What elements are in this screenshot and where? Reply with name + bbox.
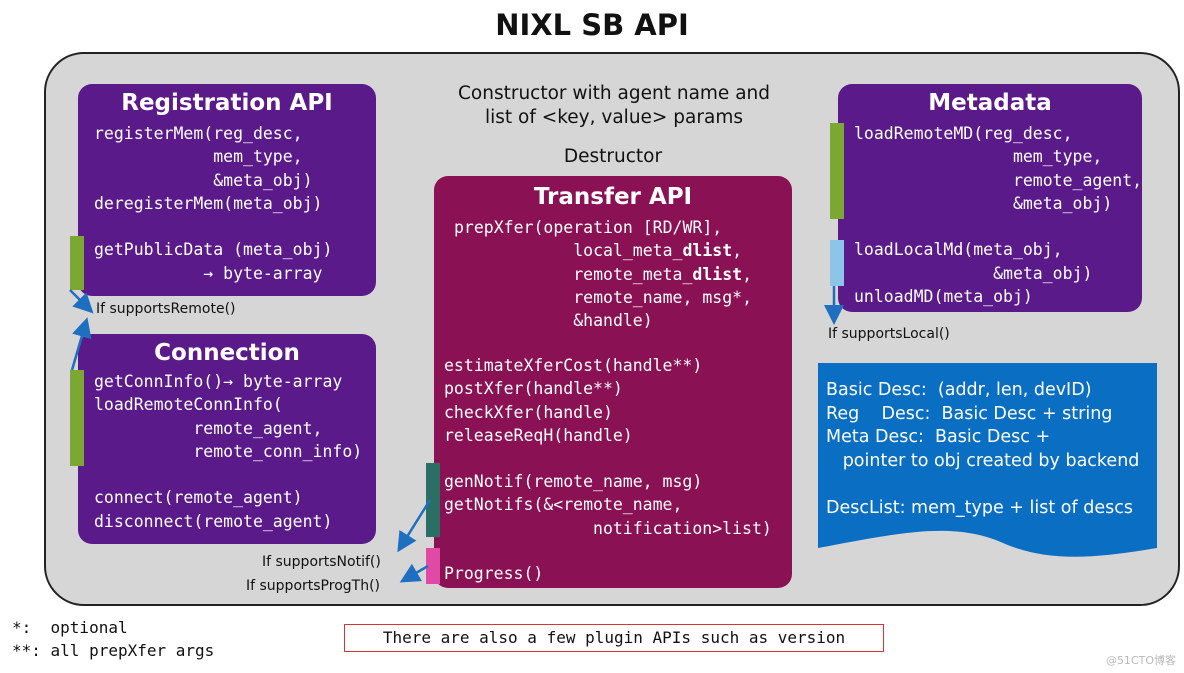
prepxfer-line-5: &handle) <box>454 311 653 331</box>
page-title: NIXL SB API <box>495 8 689 42</box>
remote-capability-bar-top <box>70 236 84 290</box>
transfer-api-box: Transfer API prepXfer(operation [RD/WR],… <box>434 176 792 588</box>
connection-box: Connection getConnInfo()→ byte-array loa… <box>78 334 376 544</box>
watermark: @51CTO博客 <box>1105 654 1176 667</box>
footnote-prepxfer-args: **: all prepXfer args <box>12 641 215 660</box>
arrow-notif <box>397 499 432 553</box>
progth-capability-bar <box>426 548 440 584</box>
metadata-title: Metadata <box>928 90 1052 116</box>
transfer-notif-code: genNotif(remote_name, msg) getNotifs(&<r… <box>444 472 772 538</box>
supports-notif-label: If supportsNotif() <box>262 554 381 570</box>
metadata-box: Metadata loadRemoteMD(reg_desc, mem_type… <box>838 84 1142 312</box>
registration-api-title: Registration API <box>121 90 333 116</box>
arrow-progth <box>399 563 429 583</box>
supports-local-label: If supportsLocal() <box>828 326 950 342</box>
footnote-optional: *: optional <box>12 618 128 637</box>
supports-progth-label: If supportsProgTh() <box>246 578 380 594</box>
notif-capability-bar <box>426 463 440 537</box>
transfer-api-title: Transfer API <box>533 184 693 210</box>
supports-remote-label: If supportsRemote() <box>96 301 236 317</box>
transfer-progress: Progress() <box>444 564 544 583</box>
transfer-mid-code: estimateXferCost(handle**) postXfer(hand… <box>444 356 703 445</box>
plugin-api-note: There are also a few plugin APIs such as… <box>344 624 884 652</box>
destructor-text: Destructor <box>563 146 663 167</box>
local-capability-bar <box>830 240 844 286</box>
metadata-code: loadRemoteMD(reg_desc, mem_type, remote_… <box>854 124 1143 307</box>
registration-api-box: Registration API registerMem(reg_desc, m… <box>78 84 376 296</box>
connection-title: Connection <box>154 340 300 366</box>
remote-capability-bar-bottom <box>70 370 84 466</box>
arrow-remote-down <box>69 289 94 314</box>
prepxfer-line-4: remote_name, msg*, <box>454 287 753 307</box>
remote-capability-bar-meta <box>830 123 844 219</box>
prepxfer-line-3: remote_meta_dlist, <box>454 264 753 284</box>
registration-api-code: registerMem(reg_desc, mem_type, &meta_ob… <box>94 124 333 283</box>
prepxfer-line-1: prepXfer(operation [RD/WR], <box>454 218 723 237</box>
constructor-text: Constructor with agent name and list of … <box>457 83 771 128</box>
prepxfer-line-2: local_meta_dlist, <box>454 241 743 261</box>
arrow-remote-up <box>70 317 92 371</box>
transfer-prepxfer-code: prepXfer(operation [RD/WR], local_meta_d… <box>454 216 752 332</box>
descriptor-panel <box>818 363 1157 557</box>
connection-code: getConnInfo()→ byte-array loadRemoteConn… <box>94 372 363 531</box>
descriptor-text: Basic Desc: (addr, len, devID) Reg Desc:… <box>826 380 1140 518</box>
